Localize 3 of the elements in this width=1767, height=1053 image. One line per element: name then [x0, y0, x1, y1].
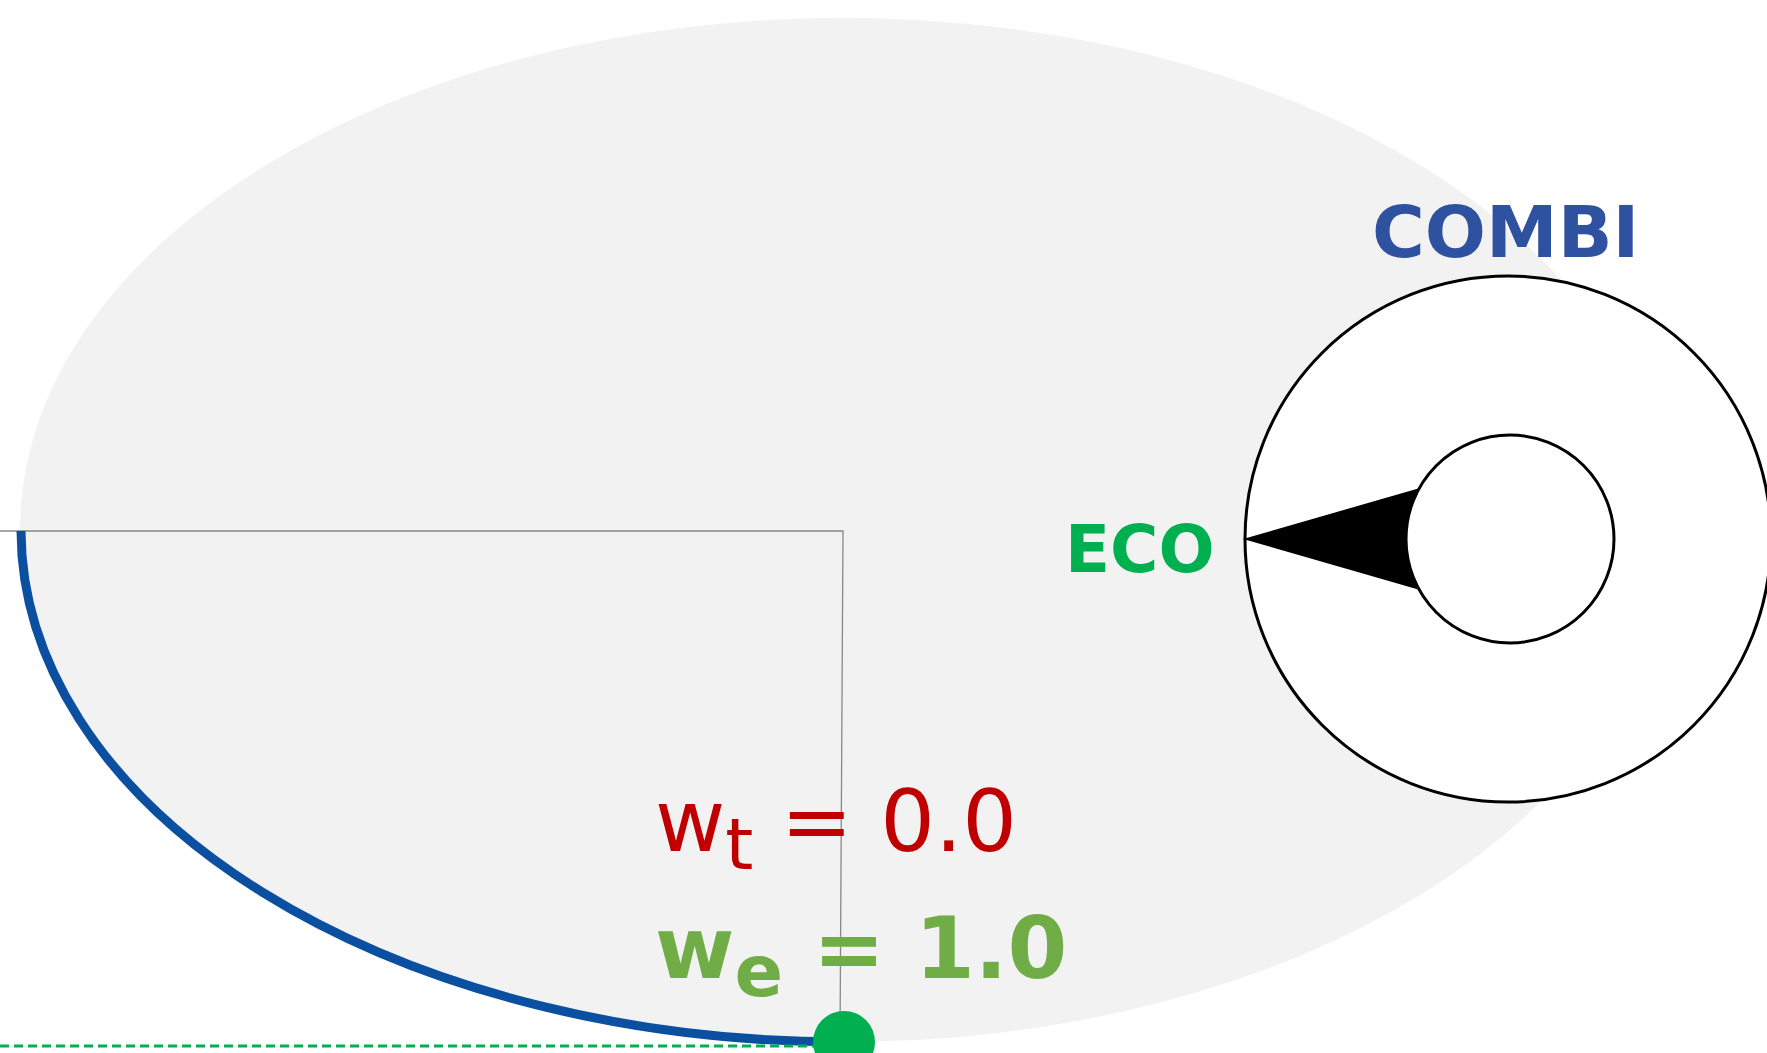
mode-label: ECO — [1065, 517, 1215, 583]
mode-label: COMBI — [1372, 196, 1640, 268]
weight-formula: w$_{t}$ = 0.0 — [655, 778, 1017, 881]
